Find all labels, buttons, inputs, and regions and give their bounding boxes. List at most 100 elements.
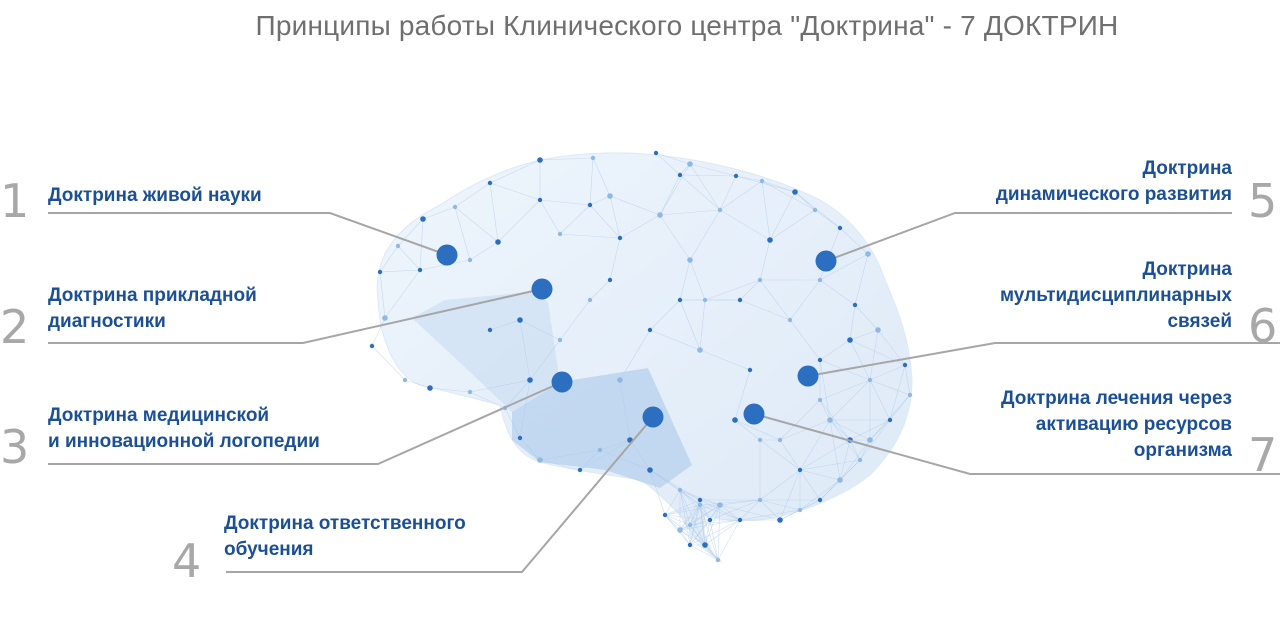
mesh-link (609, 195, 621, 239)
mesh-dot (420, 216, 426, 222)
mesh-dot (707, 517, 713, 523)
mesh-link (839, 227, 869, 255)
cerebellum-shape (512, 368, 692, 488)
mesh-dot (812, 207, 818, 213)
mesh-link (579, 449, 601, 471)
mesh-link (497, 199, 541, 243)
doctrine-5-label: Доктрина динамического развития (995, 158, 1232, 205)
mesh-link (704, 519, 711, 546)
mesh-dot (717, 502, 723, 508)
mesh-link (489, 159, 541, 184)
mesh-link (559, 204, 591, 235)
mesh-link (704, 279, 761, 301)
mesh-link (689, 519, 711, 546)
mesh-link (819, 339, 851, 361)
mesh-link (719, 209, 771, 241)
connector-3 (48, 381, 563, 465)
mesh-dot (587, 297, 593, 303)
mesh-link (849, 329, 879, 341)
mesh-link (371, 317, 386, 347)
mesh-link (655, 152, 681, 176)
mesh-dot (767, 237, 773, 243)
mesh-link (739, 509, 801, 521)
mesh-link (454, 206, 471, 261)
mesh-link (717, 504, 721, 561)
mesh-link (589, 204, 621, 239)
mesh-link (679, 499, 701, 531)
mesh-dot (857, 457, 863, 463)
mesh-link (799, 479, 841, 511)
mesh-link (869, 329, 879, 381)
mesh-link (689, 504, 701, 526)
mesh-link (592, 157, 611, 197)
doctrine-6-number: 6 (1248, 299, 1278, 353)
mesh-dot (697, 347, 703, 353)
mesh-link (699, 299, 706, 351)
mesh-dot (647, 467, 653, 473)
mesh-dot (647, 327, 653, 333)
mesh-link (699, 504, 741, 521)
mesh-link (761, 180, 771, 241)
mesh-link (849, 439, 861, 461)
mesh-link (869, 379, 911, 396)
mesh-link (679, 504, 721, 531)
doctrine-node-4 (642, 406, 664, 428)
mesh-link (679, 529, 706, 546)
mesh-link (384, 269, 421, 319)
doctrine-6-label: Доктрина мультидисциплинарных связей (1000, 259, 1232, 332)
mesh-dot (537, 457, 543, 463)
mesh-link (689, 544, 719, 561)
mesh-dot (717, 207, 723, 213)
mesh-dot (687, 161, 693, 167)
mesh-dot (677, 297, 683, 303)
mesh-link (769, 209, 816, 241)
doctrine-7-number: 7 (1248, 428, 1278, 482)
doctrine-node-5 (815, 250, 837, 272)
mesh-link (619, 379, 631, 441)
mesh-dot (777, 517, 783, 523)
mesh-link (664, 499, 701, 516)
mesh-link (719, 504, 741, 521)
mesh-dot (657, 212, 663, 218)
mesh-link (379, 245, 399, 273)
mesh-link (829, 419, 841, 481)
diagram-title: Принципы работы Клинического центра "Док… (255, 10, 1119, 41)
mesh-link (419, 218, 424, 271)
mesh-link (379, 269, 421, 273)
mesh-dot (653, 150, 659, 156)
mesh-dot (887, 417, 893, 423)
mesh-link (404, 379, 431, 389)
connector-6 (807, 342, 1280, 377)
mesh-link (699, 349, 751, 371)
mesh-link (819, 253, 869, 281)
mesh-link (699, 499, 711, 521)
doctrine-nodes (436, 244, 837, 428)
mesh-link (779, 399, 821, 441)
mesh-dot (757, 497, 763, 503)
mesh-link (629, 439, 651, 471)
mesh-link (397, 245, 421, 271)
mesh-link (469, 379, 531, 393)
mesh-link (539, 157, 594, 161)
mesh-link (759, 439, 801, 471)
mesh-dot (817, 497, 823, 503)
mesh-link (649, 299, 681, 331)
connector-5 (825, 212, 1232, 262)
mesh-link (679, 489, 701, 501)
mesh-link (839, 439, 851, 481)
mesh-dot (377, 269, 383, 275)
mesh-dot (382, 315, 388, 321)
mesh-dot (607, 193, 613, 199)
mesh-link (559, 233, 621, 239)
mesh-link (589, 195, 611, 206)
mesh-link (759, 469, 801, 501)
mesh-dot (797, 507, 803, 513)
doctrine-3-label: Доктрина медицинской и инновационной лог… (48, 405, 320, 452)
mesh-dot (737, 517, 743, 523)
mesh-link (779, 439, 801, 471)
mesh-link (819, 379, 871, 401)
mesh-dot (687, 522, 693, 528)
mesh-link (649, 469, 701, 506)
mesh-link (659, 209, 721, 216)
doctrine-node-7 (743, 403, 765, 425)
